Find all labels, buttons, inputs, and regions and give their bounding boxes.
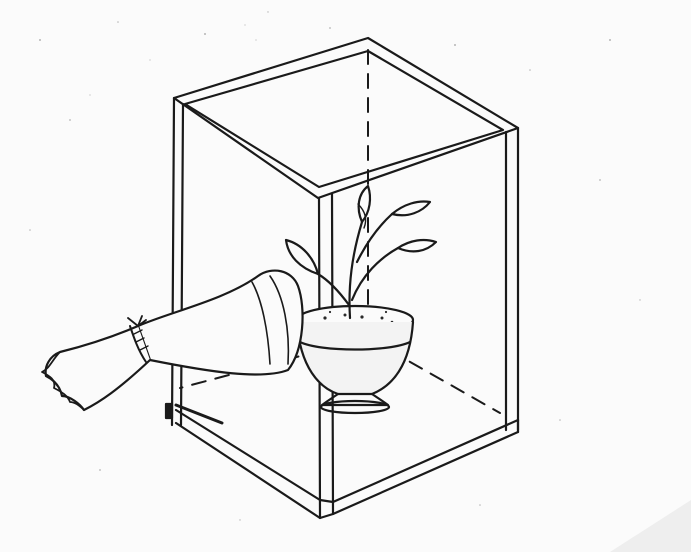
- right-post: [506, 128, 518, 430]
- bottom-frame: [176, 410, 518, 518]
- top-frame: [174, 38, 518, 198]
- potted-plant: [286, 186, 436, 413]
- left-post: [172, 98, 183, 425]
- paper-speckles: [29, 11, 641, 520]
- paper-fold: [610, 500, 691, 552]
